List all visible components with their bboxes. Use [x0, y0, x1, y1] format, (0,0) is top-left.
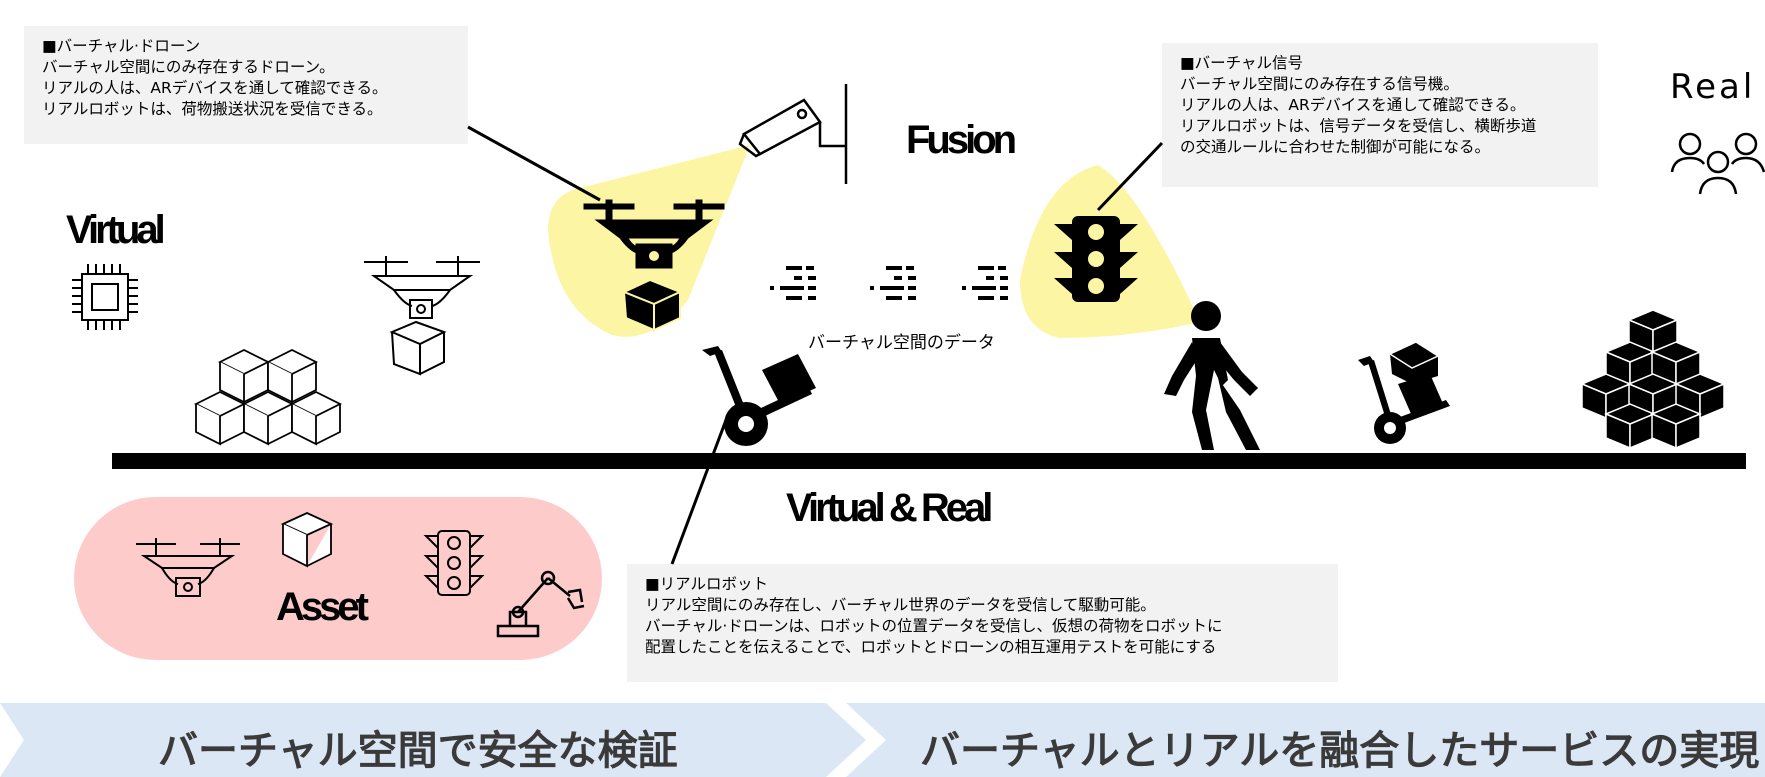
dolly-icon [702, 346, 816, 446]
label-virtual: Virtual [66, 208, 166, 252]
label-virtual-real: Virtual & Real [786, 486, 993, 530]
callout-title: ■バーチャル·ドローン [42, 37, 201, 55]
drone-icon [583, 199, 725, 332]
callout-line: リアルの人は、ARデバイスを通して確認できる。 [1180, 96, 1526, 114]
dolly-icon [1358, 341, 1450, 444]
data-icon [962, 266, 1008, 300]
banner-left [0, 703, 866, 777]
callout-virtual-signal: ■バーチャル信号 バーチャル空間にのみ存在する信号機。 リアルの人は、ARデバイ… [1162, 43, 1598, 187]
box-icon [193, 348, 343, 446]
drone-icon [364, 256, 480, 376]
traffic-light-icon [423, 530, 485, 596]
traffic-light-icon [1054, 216, 1138, 302]
label-virtual-data: バーチャル空間のデータ [808, 333, 995, 353]
callout-line: リアルロボットは、信号データを受信し、横断歩道 [1180, 117, 1537, 135]
banner-right-text: バーチャルとリアルを融合したサービスの実現 [920, 728, 1760, 774]
label-fusion: Fusion [906, 118, 1017, 162]
callout-line: 配置したことを伝えることで、ロボットとドローンの相互運用テストを可能にする [645, 638, 1217, 656]
data-icon [770, 266, 816, 300]
box-icon [280, 512, 334, 568]
banner-right [846, 703, 1765, 777]
people-icon [1670, 132, 1765, 195]
label-asset: Asset [276, 585, 369, 629]
asset-group [74, 497, 602, 660]
banner-left-text: バーチャル空間で安全な検証 [158, 728, 678, 774]
pedestrian-icon [1164, 301, 1260, 450]
ground-line [112, 453, 1746, 469]
callout-line: バーチャル空間にのみ存在するドローン。 [42, 58, 335, 76]
callout-line: バーチャル空間にのみ存在する信号機。 [1180, 75, 1459, 93]
callout-line: の交通ルールに合わせた制御が可能になる。 [1180, 138, 1491, 156]
data-icon [870, 266, 916, 300]
label-real: Real [1670, 67, 1756, 107]
camera-icon [738, 84, 848, 184]
callout-line: リアルロボットは、荷物搬送状況を受信できる。 [42, 100, 383, 118]
chip-icon [72, 264, 138, 330]
callout-line: リアルの人は、ARデバイスを通して確認できる。 [42, 79, 388, 97]
callout-title: ■リアルロボット [645, 575, 768, 593]
callout-real-robot: ■リアルロボット リアル空間にのみ存在し、バーチャル世界のデータを受信して駆動可… [627, 564, 1338, 682]
callout-title: ■バーチャル信号 [1180, 54, 1303, 72]
box-icon [1581, 309, 1725, 449]
callout-virtual-drone: ■バーチャル·ドローン バーチャル空間にのみ存在するドローン。 リアルの人は、A… [24, 26, 468, 144]
drone-icon [136, 538, 240, 597]
robot-arm-icon [496, 570, 585, 638]
callout-line: リアル空間にのみ存在し、バーチャル世界のデータを受信して駆動可能。 [645, 596, 1156, 614]
callout-line: バーチャル·ドローンは、ロボットの位置データを受信し、仮想の荷物をロボットに [645, 617, 1223, 635]
